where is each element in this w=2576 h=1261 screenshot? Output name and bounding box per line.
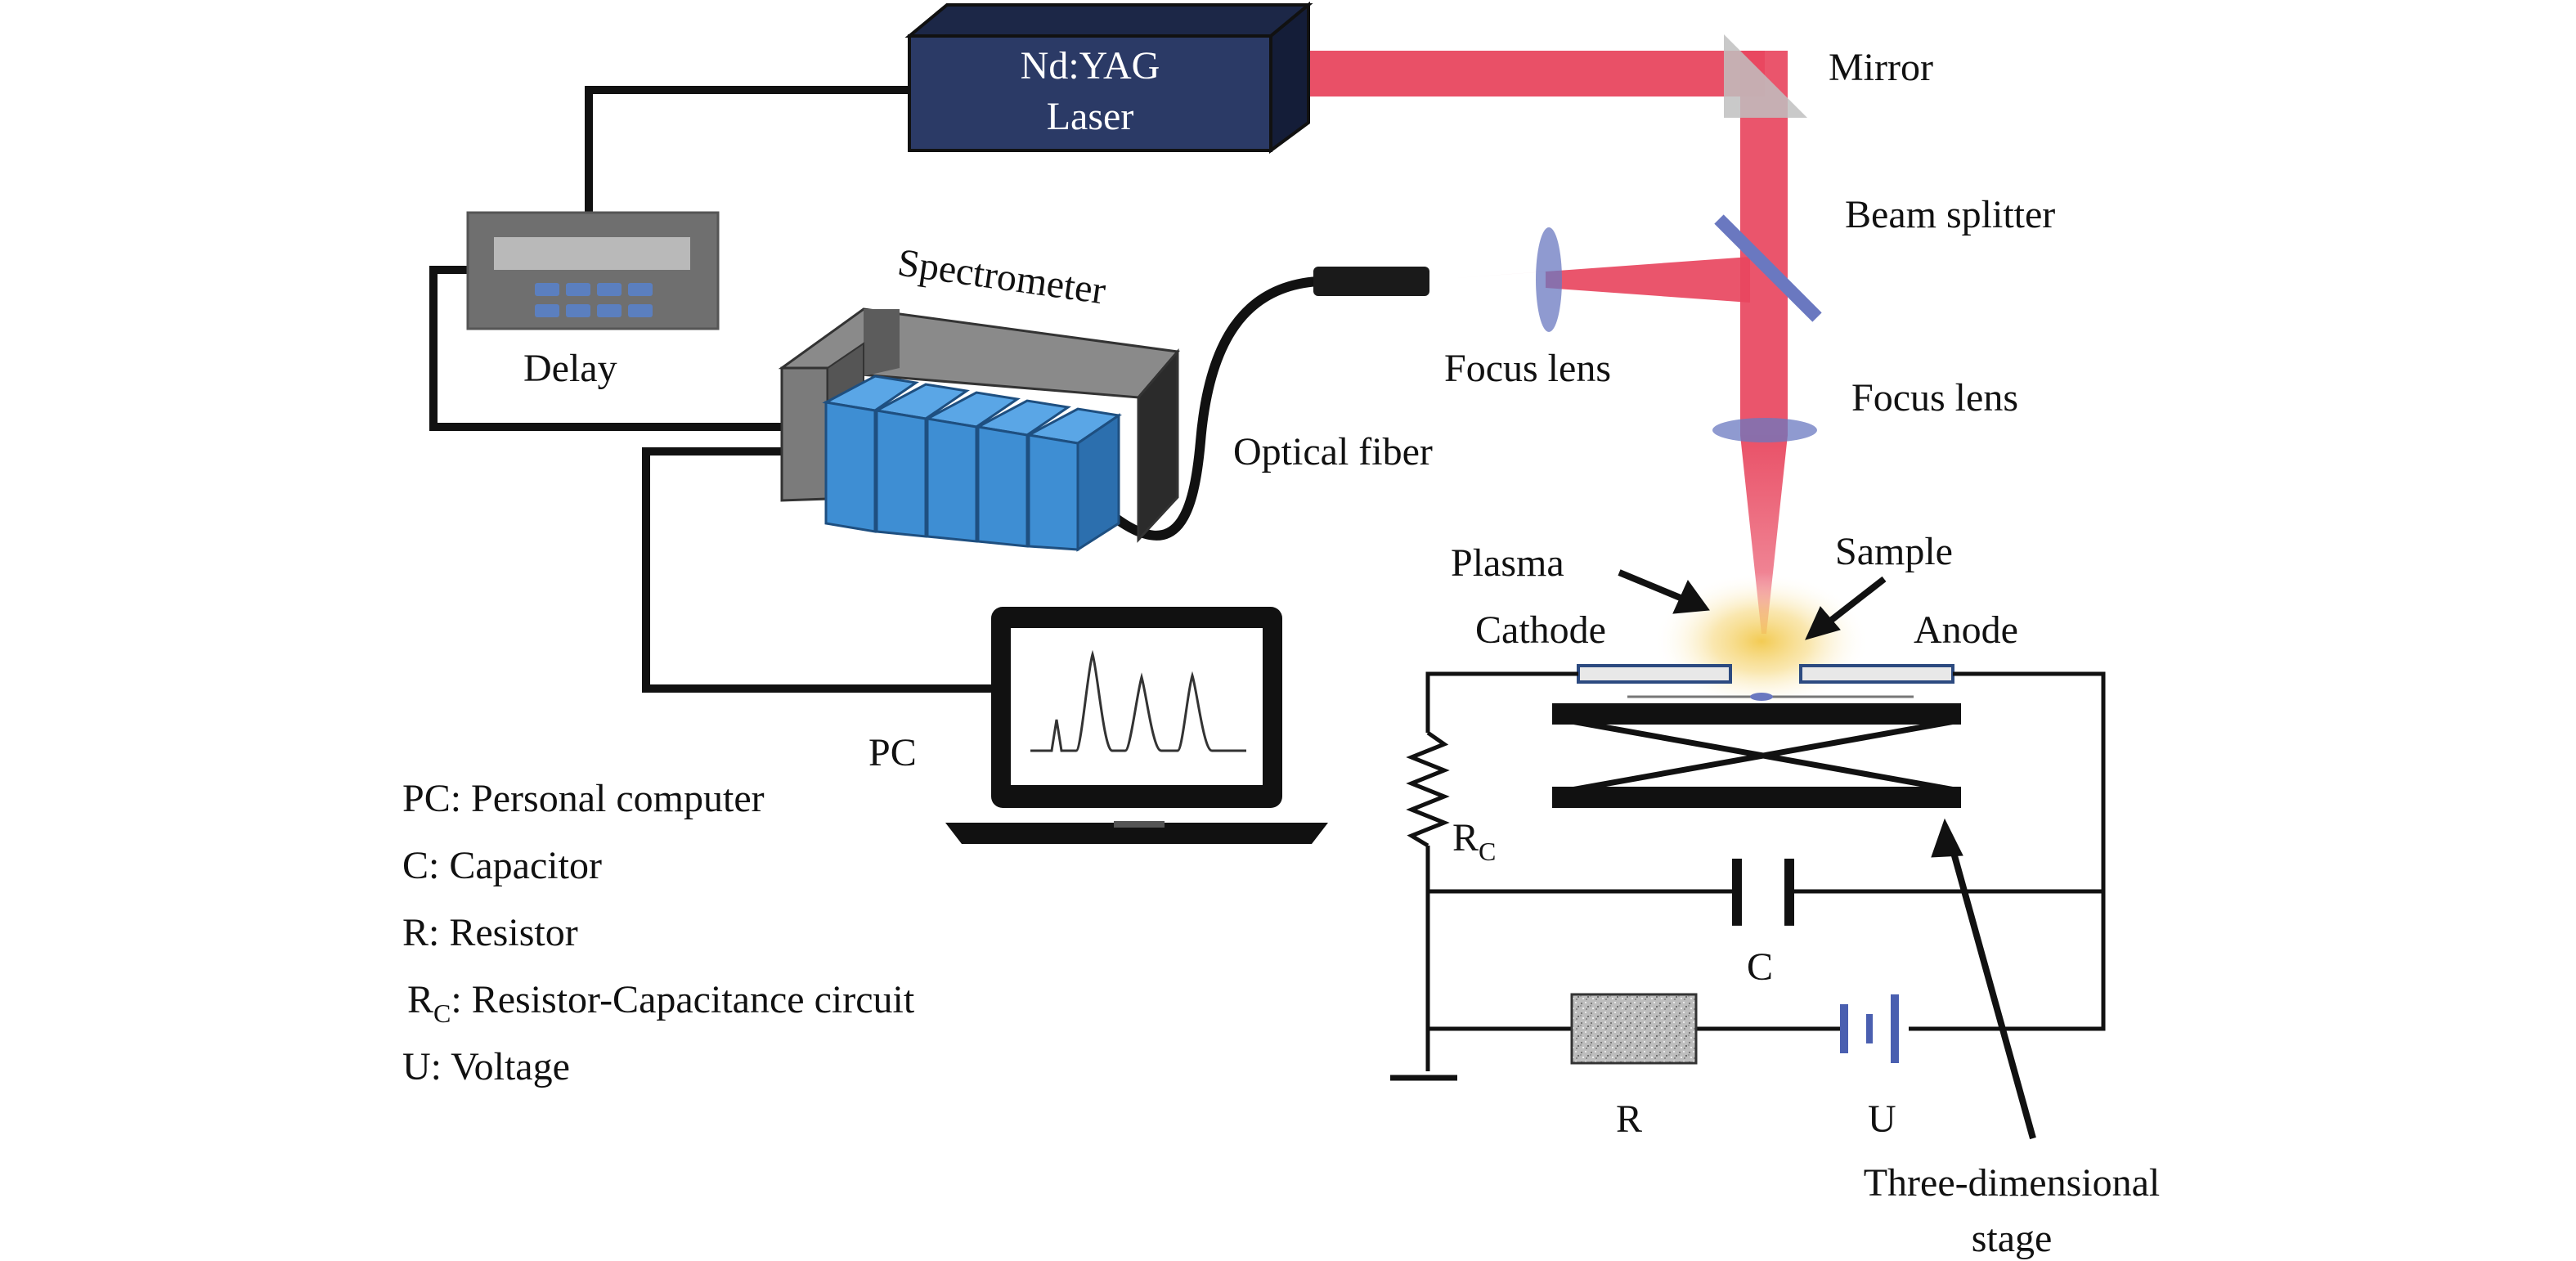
delay-unit <box>466 211 720 330</box>
spectrometer-label: Spectrometer <box>895 240 1108 312</box>
spectrometer-module-1 <box>824 401 877 533</box>
sample-arrow-icon <box>1805 606 1841 640</box>
plasma-arrow-icon <box>1672 580 1710 614</box>
spectrometer-module-5 <box>1027 433 1079 551</box>
delay-display-icon <box>494 237 690 270</box>
pc-label: PC <box>868 731 917 774</box>
delay-label: Delay <box>523 347 617 390</box>
electrical-circuit <box>1390 671 2106 1081</box>
stage-top-plate-icon <box>1552 703 1961 725</box>
spectrometer-module-2 <box>875 409 927 538</box>
focus-lens-right-icon <box>1712 418 1817 442</box>
rc-label: RC <box>1452 816 1496 866</box>
stage-label-line2: stage <box>1972 1217 2053 1260</box>
beam-horizontal-top <box>1295 51 1765 96</box>
laser-label-line2: Laser <box>1047 95 1134 138</box>
capacitor-icon <box>1732 859 1794 926</box>
legend-item: RC: Resistor-Capacitance circuit <box>407 978 915 1028</box>
beam-side-branch <box>1433 257 1750 303</box>
fiber-collimator-icon <box>1313 267 1429 296</box>
battery-icon <box>1840 994 1899 1063</box>
laser-unit <box>904 1 1313 154</box>
sample-label: Sample <box>1835 530 1953 573</box>
laser-label-line1: Nd:YAG <box>1021 44 1160 88</box>
beam-focused-cone <box>1740 435 1788 634</box>
resistor-rc-icon <box>1406 730 1450 848</box>
focus-lens-left-icon <box>1536 227 1562 332</box>
spectrometer-unit <box>778 307 1180 552</box>
focus-lens-left-label: Focus lens <box>1444 347 1611 390</box>
mirror-label: Mirror <box>1829 46 1933 89</box>
legend-item: PC: Personal computer <box>402 777 765 820</box>
control-wires <box>429 86 999 693</box>
legend-item: R: Resistor <box>402 911 578 954</box>
spectrum-trace-icon <box>1030 649 1246 752</box>
laptop-base-icon <box>945 823 1328 844</box>
spectrometer-module-3 <box>926 417 978 543</box>
focus-lens-right-label: Focus lens <box>1851 376 2018 420</box>
laser-box-icon <box>908 34 1272 152</box>
voltage-label: U <box>1868 1097 1896 1141</box>
stage-arrow-icon <box>1931 818 1963 858</box>
delay-keypad-icon <box>535 283 653 317</box>
wire-delay-spectrometer <box>429 266 781 431</box>
stage-bottom-plate-icon <box>1552 787 1961 808</box>
resistor-label: R <box>1616 1097 1642 1141</box>
three-dimensional-stage <box>1552 693 1961 808</box>
pointer-arrows <box>1618 569 2036 1140</box>
legend-item: U: Voltage <box>402 1045 570 1088</box>
delay-box-icon <box>466 211 720 330</box>
anode-label: Anode <box>1914 608 2018 652</box>
cathode-label: Cathode <box>1475 608 1606 652</box>
optical-fiber-label: Optical fiber <box>1233 430 1433 473</box>
text-labels: Nd:YAG Laser Mirror Beam splitter Focus … <box>523 44 2160 1260</box>
wire-spectrometer-pc <box>642 447 999 693</box>
beam-splitter-label: Beam splitter <box>1845 193 2055 236</box>
resistor-block-icon <box>1570 993 1698 1065</box>
spectrometer-module-4 <box>976 425 1029 548</box>
optical-fiber <box>1111 267 1429 541</box>
laptop-pc <box>945 607 1328 844</box>
anode-electrode-icon <box>1799 664 1954 684</box>
plasma-label: Plasma <box>1451 541 1564 585</box>
cathode-electrode-icon <box>1577 664 1732 684</box>
legend-item: C: Capacitor <box>402 844 602 887</box>
mirror-icon <box>1724 34 1807 118</box>
capacitor-label: C <box>1747 945 1773 989</box>
wire-laser-delay <box>585 86 908 222</box>
beam-splitter-icon <box>1714 214 1822 322</box>
legend: PC: Personal computer C: Capacitor R: Re… <box>402 777 915 1088</box>
stage-label-line1: Three-dimensional <box>1864 1161 2161 1205</box>
